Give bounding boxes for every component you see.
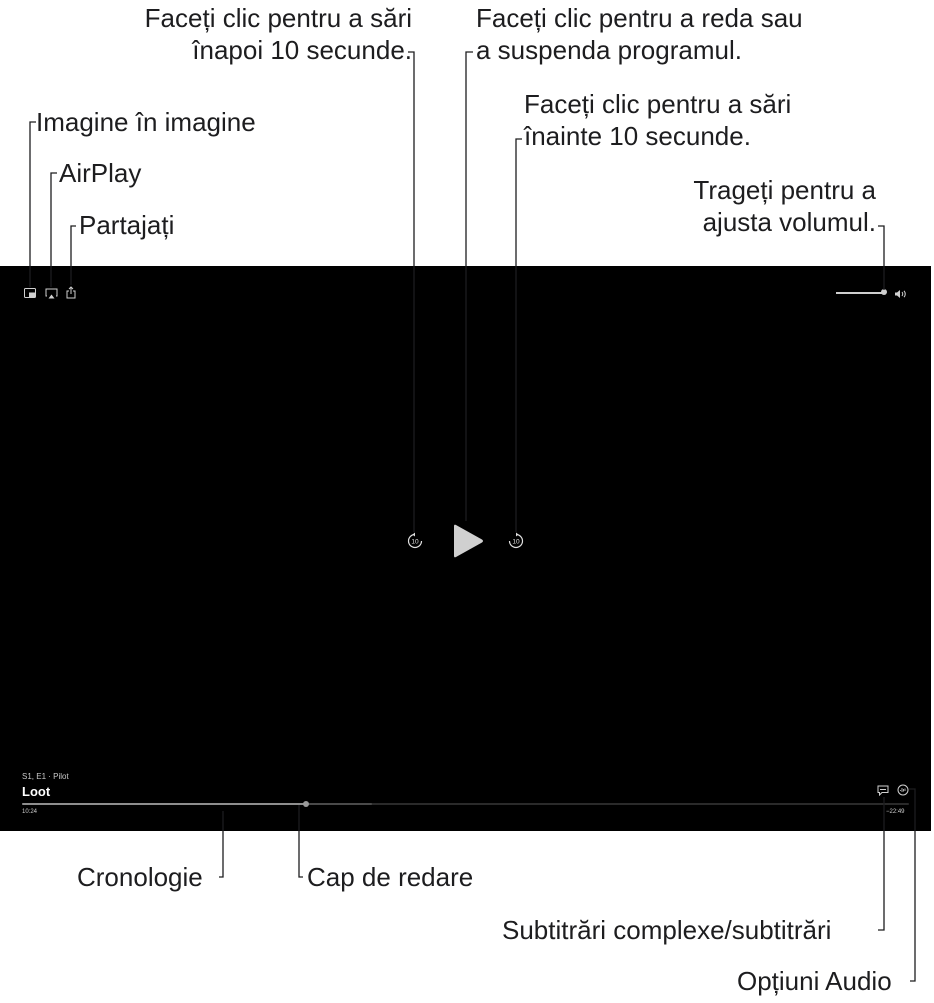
show-title: Loot (22, 784, 51, 799)
remaining-time: −22:49 (886, 809, 905, 815)
airplay-icon (45, 288, 58, 299)
play-pause-button[interactable] (452, 524, 484, 558)
airplay-button[interactable] (45, 288, 58, 299)
callout-volume-line1: Trageți pentru a (693, 175, 876, 205)
playhead[interactable] (302, 801, 309, 807)
skip-forward-button[interactable]: 10 (507, 532, 525, 550)
share-button[interactable] (66, 286, 76, 299)
timeline-buffer (305, 803, 373, 805)
speaker-icon (894, 289, 908, 299)
timeline[interactable] (22, 801, 909, 807)
callout-play-line2: a suspenda programul. (476, 35, 742, 65)
volume-button[interactable] (894, 289, 908, 299)
callout-skip-forward-line2: înainte 10 secunde. (524, 121, 751, 151)
timeline-progress (22, 803, 306, 805)
video-player[interactable]: 10 10 S1, E1 · Pilot Loot (0, 266, 931, 831)
skip-back-10-icon: 10 (406, 532, 424, 550)
share-icon (66, 286, 76, 299)
callout-play: Faceți clic pentru a reda sau a suspenda… (476, 2, 803, 66)
callout-airplay: AirPlay (59, 158, 142, 188)
skip-forward-10-icon: 10 (507, 532, 525, 550)
callout-skip-back-line2: înapoi 10 secunde. (192, 35, 412, 65)
elapsed-time: 10:24 (22, 809, 38, 815)
subtitles-icon (877, 785, 889, 796)
callout-timeline: Cronologie (77, 862, 203, 892)
callout-skip-back-line1: Faceți clic pentru a sări (144, 3, 412, 33)
play-icon (452, 524, 484, 558)
callout-share: Partajați (79, 210, 175, 240)
callout-play-line1: Faceți clic pentru a reda sau (476, 3, 803, 33)
pip-button[interactable] (24, 288, 36, 298)
skip-forward-seconds: 10 (512, 539, 520, 546)
episode-label: S1, E1 · Pilot (22, 772, 69, 781)
callout-volume: Trageți pentru a ajusta volumul. (600, 174, 876, 238)
callout-volume-line2: ajusta volumul. (702, 207, 876, 237)
volume-knob[interactable] (881, 289, 887, 295)
audio-options-icon (897, 784, 909, 796)
skip-back-seconds: 10 (411, 539, 419, 546)
callout-skip-forward-line1: Faceți clic pentru a sări (524, 89, 792, 119)
callout-skip-forward: Faceți clic pentru a sări înainte 10 sec… (524, 88, 791, 152)
callout-skip-back: Faceți clic pentru a sări înapoi 10 secu… (117, 2, 412, 66)
callout-pip: Imagine în imagine (36, 107, 256, 137)
callout-playhead: Cap de redare (307, 862, 474, 892)
subtitles-button[interactable] (877, 785, 889, 796)
skip-back-button[interactable]: 10 (406, 532, 424, 550)
leader-pip (29, 121, 36, 287)
callout-subtitles: Subtitrări complexe/subtitrări (502, 915, 832, 945)
volume-track[interactable] (836, 292, 884, 294)
callout-audio: Opțiuni Audio (737, 966, 892, 996)
audio-options-button[interactable] (897, 784, 909, 796)
picture-in-picture-icon (24, 288, 36, 298)
